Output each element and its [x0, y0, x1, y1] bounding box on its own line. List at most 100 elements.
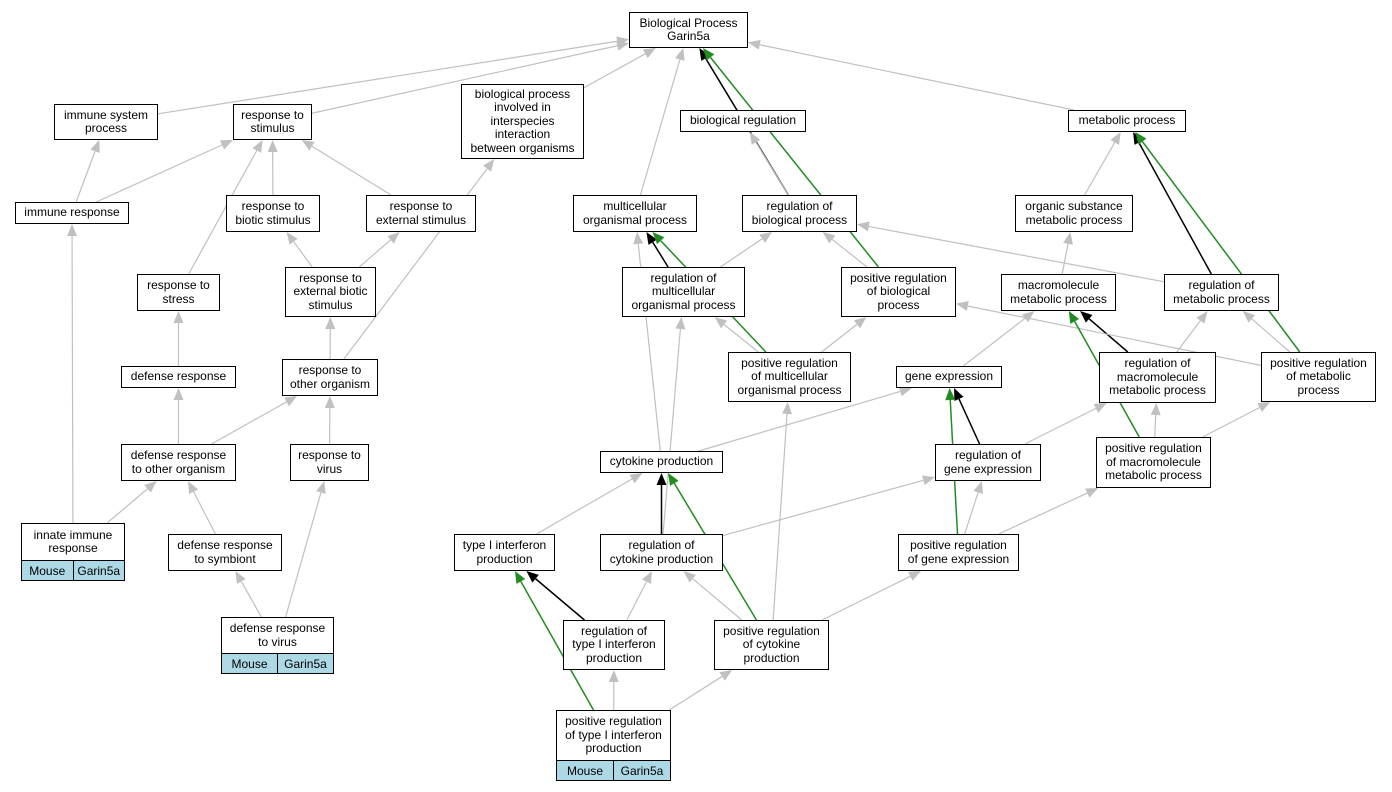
edge-line: [662, 328, 681, 535]
node-response-to-biotic-stimulus[interactable]: response to biotic stimulus: [226, 195, 320, 232]
edge-arrowhead: [853, 317, 867, 329]
node-positive-regulation-of-macromolecule-metabolic-process[interactable]: positive regulation of macromolecule met…: [1096, 437, 1211, 488]
node-organic-substance-metabolic-process[interactable]: organic substance metabolic process: [1015, 195, 1133, 232]
edge-arrowhead: [1021, 311, 1035, 323]
node-type-i-interferon-production[interactable]: type I interferon production: [454, 534, 555, 571]
node-interspecies[interactable]: biological process involved in interspec…: [461, 84, 584, 159]
node-cytokine-production[interactable]: cytokine production: [600, 451, 723, 473]
edge-arrowhead: [675, 317, 686, 330]
edge-arrowhead: [629, 473, 643, 484]
edge-response-to-other-organism-to-response-to-external-biotic-stimulus: [325, 317, 336, 360]
node-macromolecule-metabolic-process[interactable]: macromolecule metabolic process: [1001, 274, 1116, 311]
node-label: positive regulation of macromolecule met…: [1105, 441, 1202, 483]
node-label: regulation of metabolic process: [1173, 278, 1270, 306]
edge-arrowhead: [782, 402, 793, 415]
node-regulation-of-cytokine-production[interactable]: regulation of cytokine production: [600, 534, 723, 571]
edge-response-to-stress-to-response-to-stimulus: [188, 140, 263, 275]
annotation-gene[interactable]: Garin5a: [613, 761, 670, 780]
node-gene-expression[interactable]: gene expression: [896, 366, 1002, 388]
node-metabolic-process[interactable]: metabolic process: [1068, 110, 1186, 132]
annotation-gene[interactable]: Garin5a: [72, 561, 124, 580]
edge-regulation-of-biological-process-to-biological-regulation: [749, 132, 789, 196]
edge-arrowhead: [1257, 402, 1271, 412]
annotation-species[interactable]: Mouse: [22, 561, 73, 580]
node-bp[interactable]: Biological Process Garin5a: [629, 12, 748, 48]
node-immune-system-process[interactable]: immune system process: [54, 104, 158, 140]
node-response-to-external-stimulus[interactable]: response to external stimulus: [366, 195, 476, 232]
node-response-to-virus[interactable]: response to virus: [290, 444, 369, 481]
node-label: macromolecule metabolic process: [1010, 278, 1107, 306]
annotation-gene[interactable]: Garin5a: [277, 654, 333, 673]
edge-positive-regulation-of-type-i-interferon-production-to-positive-regulation-of-cytokine-production: [668, 670, 733, 711]
node-response-to-other-organism[interactable]: response to other organism: [282, 359, 378, 396]
edge-line: [535, 578, 585, 621]
edge-arrowhead: [714, 317, 728, 329]
edge-innate-immune-response-to-immune-response: [67, 224, 78, 524]
node-label: regulation of macromolecule metabolic pr…: [1109, 356, 1206, 398]
node-immune-response[interactable]: immune response: [15, 202, 129, 224]
edge-line: [293, 241, 313, 268]
node-regulation-of-metabolic-process[interactable]: regulation of metabolic process: [1164, 274, 1279, 311]
node-regulation-of-type-i-interferon-production[interactable]: regulation of type I interferon producti…: [563, 620, 665, 670]
edge-gene-expression-to-macromolecule-metabolic-process: [962, 311, 1035, 367]
edge-line: [358, 239, 392, 268]
edge-innate-immune-response-to-defense-response-to-other-organism: [106, 481, 157, 524]
node-label: regulation of type I interferon producti…: [572, 623, 656, 665]
edge-line: [583, 53, 646, 89]
edge-line: [1024, 407, 1097, 445]
edge-line: [831, 238, 868, 268]
node-multicellular-organismal-process[interactable]: multicellular organismal process: [573, 195, 697, 232]
edge-line: [75, 151, 96, 203]
edge-arrowhead: [822, 232, 836, 244]
edge-line: [626, 581, 648, 621]
edge-arrowhead: [286, 232, 298, 245]
edge-arrowhead: [683, 571, 696, 583]
node-positive-regulation-of-cytokine-production[interactable]: positive regulation of cytokine producti…: [714, 620, 829, 670]
node-defense-response-to-symbiont[interactable]: defense response to symbiont: [168, 534, 282, 571]
edge-regulation-of-metabolic-process-to-metabolic-process: [1133, 132, 1212, 275]
node-label: biological process involved in interspec…: [470, 86, 575, 155]
node-positive-regulation-of-metabolic-process[interactable]: positive regulation of metabolic process: [1261, 352, 1376, 402]
node-regulation-of-multicellular-organismal-process[interactable]: regulation of multicellular organismal p…: [622, 267, 745, 317]
edge-positive-regulation-of-biological-process-to-bp: [702, 48, 880, 268]
node-defense-response[interactable]: defense response: [121, 366, 236, 388]
node-response-to-stress[interactable]: response to stress: [137, 274, 220, 311]
node-regulation-of-macromolecule-metabolic-process[interactable]: regulation of macromolecule metabolic pr…: [1099, 352, 1216, 403]
edge-arrowhead: [675, 48, 685, 61]
edge-regulation-of-cytokine-production-to-cytokine-production: [656, 473, 667, 534]
node-response-to-stimulus[interactable]: response to stimulus: [233, 104, 312, 140]
annotation-species[interactable]: Mouse: [557, 761, 613, 780]
edge-line: [668, 675, 723, 711]
edge-line: [720, 238, 763, 268]
edge-arrowhead: [922, 475, 935, 486]
edge-arrowhead: [908, 571, 922, 581]
edge-arrowhead: [954, 388, 964, 401]
edge-arrowhead: [173, 311, 184, 323]
edge-regulation-of-gene-expression-to-gene-expression: [954, 388, 981, 445]
node-label: positive regulation of multicellular org…: [737, 355, 842, 397]
edge-positive-regulation-of-gene-expression-to-positive-regulation-of-macromolecule-metabolic-process: [998, 488, 1099, 535]
edge-line: [692, 578, 743, 621]
node-positive-regulation-of-type-i-interferon-production[interactable]: positive regulation of type I interferon…: [556, 710, 671, 781]
node-biological-regulation[interactable]: biological regulation: [680, 110, 806, 132]
node-regulation-of-gene-expression[interactable]: regulation of gene expression: [935, 444, 1041, 481]
edge-arrowhead: [144, 481, 157, 493]
node-defense-response-to-other-organism[interactable]: defense response to other organism: [121, 444, 236, 481]
edge-line: [652, 241, 669, 268]
edge-arrowhead: [642, 571, 652, 584]
edge-positive-regulation-of-type-i-interferon-production-to-type-i-interferon-production: [514, 571, 595, 711]
node-regulation-of-biological-process[interactable]: regulation of biological process: [742, 195, 857, 232]
edge-arrowhead: [1093, 403, 1107, 413]
node-positive-regulation-of-multicellular-organismal-process[interactable]: positive regulation of multicellular org…: [728, 352, 851, 402]
edge-immune-response-to-immune-system-process: [75, 140, 100, 203]
node-response-to-external-biotic-stimulus[interactable]: response to external biotic stimulus: [285, 267, 376, 317]
node-label: response to external stimulus: [375, 199, 467, 227]
node-positive-regulation-of-gene-expression[interactable]: positive regulation of gene expression: [898, 534, 1019, 571]
node-label: organic substance metabolic process: [1025, 199, 1123, 227]
annotation-species[interactable]: Mouse: [222, 654, 277, 673]
node-positive-regulation-of-biological-process[interactable]: positive regulation of biological proces…: [841, 267, 956, 317]
node-label: immune system process: [63, 107, 149, 135]
